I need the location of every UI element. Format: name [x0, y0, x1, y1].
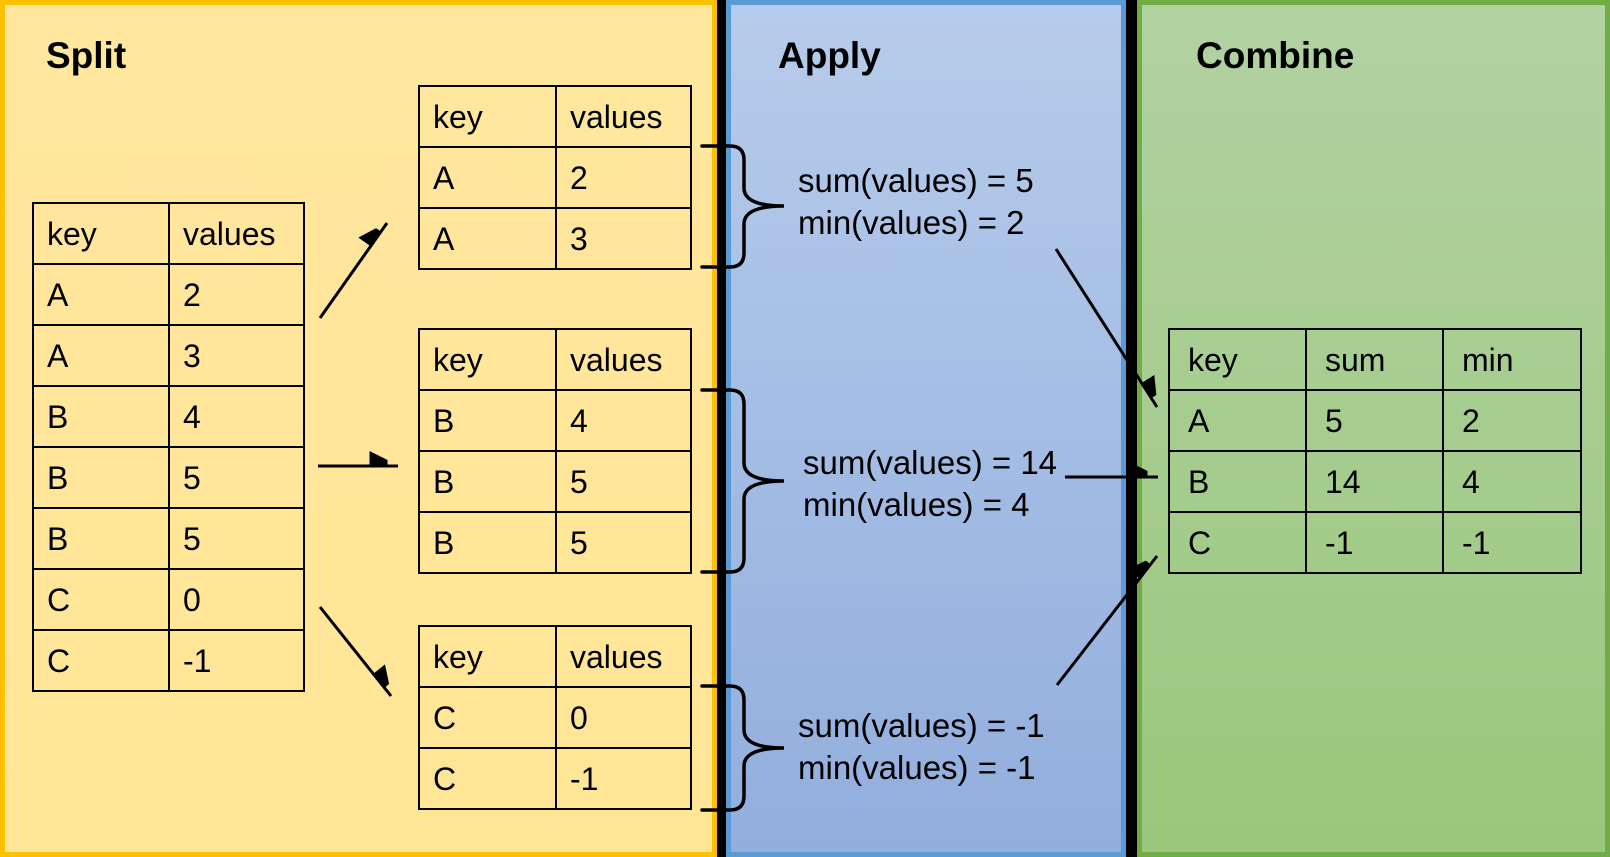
table-cell: A — [33, 264, 169, 325]
table-cell: 5 — [556, 512, 691, 573]
apply-result-b: sum(values) = 14 min(values) = 4 — [803, 442, 1057, 526]
table-cell: 14 — [1306, 451, 1443, 512]
split-panel-title: Split — [46, 35, 127, 76]
table-cell: 0 — [169, 569, 304, 630]
group-a-table: key values A 2 A 3 — [418, 85, 692, 270]
table-cell: 3 — [169, 325, 304, 386]
table-cell: -1 — [556, 748, 691, 809]
table-cell: B — [419, 390, 556, 451]
apply-result-a-min: min(values) = 2 — [798, 204, 1025, 241]
table-cell: C — [33, 569, 169, 630]
table-cell: A — [33, 325, 169, 386]
result-header-sum: sum — [1306, 329, 1443, 390]
group-b-header-key: key — [419, 329, 556, 390]
apply-result-a-sum: sum(values) = 5 — [798, 162, 1034, 199]
split-panel — [0, 0, 717, 857]
table-cell: -1 — [169, 630, 304, 691]
apply-panel-title: Apply — [778, 35, 881, 76]
result-table: key sum min A 5 2 B 14 4 C -1 -1 — [1168, 328, 1582, 574]
result-header-min: min — [1443, 329, 1581, 390]
table-cell: 3 — [556, 208, 691, 269]
table-cell: A — [1169, 390, 1306, 451]
apply-result-c: sum(values) = -1 min(values) = -1 — [798, 705, 1045, 789]
table-cell: B — [33, 508, 169, 569]
table-cell: 5 — [169, 508, 304, 569]
table-cell: 5 — [1306, 390, 1443, 451]
source-table-header-values: values — [169, 203, 304, 264]
group-b-header-values: values — [556, 329, 691, 390]
table-cell: 2 — [1443, 390, 1581, 451]
table-cell: 2 — [556, 147, 691, 208]
table-cell: B — [1169, 451, 1306, 512]
table-cell: C — [419, 748, 556, 809]
group-a-header-key: key — [419, 86, 556, 147]
combine-panel-title: Combine — [1196, 35, 1355, 76]
apply-result-c-sum: sum(values) = -1 — [798, 707, 1045, 744]
table-cell: 2 — [169, 264, 304, 325]
table-cell: -1 — [1443, 512, 1581, 573]
table-cell: B — [33, 447, 169, 508]
table-cell: 4 — [556, 390, 691, 451]
apply-result-b-sum: sum(values) = 14 — [803, 444, 1058, 481]
group-c-header-values: values — [556, 626, 691, 687]
table-cell: C — [419, 687, 556, 748]
source-table: key values A 2 A 3 B 4 B 5 B 5 C 0 C -1 — [32, 202, 305, 692]
table-cell: A — [419, 147, 556, 208]
source-table-header-key: key — [33, 203, 169, 264]
table-cell: 4 — [169, 386, 304, 447]
table-cell: B — [33, 386, 169, 447]
apply-result-a: sum(values) = 5 min(values) = 2 — [798, 160, 1034, 244]
apply-result-c-min: min(values) = -1 — [798, 749, 1036, 786]
table-cell: 0 — [556, 687, 691, 748]
group-a-header-values: values — [556, 86, 691, 147]
table-cell: 5 — [556, 451, 691, 512]
group-b-table: key values B 4 B 5 B 5 — [418, 328, 692, 574]
table-cell: -1 — [1306, 512, 1443, 573]
group-c-table: key values C 0 C -1 — [418, 625, 692, 810]
table-cell: B — [419, 451, 556, 512]
table-cell: 5 — [169, 447, 304, 508]
table-cell: B — [419, 512, 556, 573]
result-header-key: key — [1169, 329, 1306, 390]
apply-panel — [726, 0, 1126, 857]
table-cell: C — [33, 630, 169, 691]
table-cell: A — [419, 208, 556, 269]
table-cell: 4 — [1443, 451, 1581, 512]
apply-result-b-min: min(values) = 4 — [803, 486, 1030, 523]
group-c-header-key: key — [419, 626, 556, 687]
combine-panel — [1137, 0, 1610, 857]
table-cell: C — [1169, 512, 1306, 573]
